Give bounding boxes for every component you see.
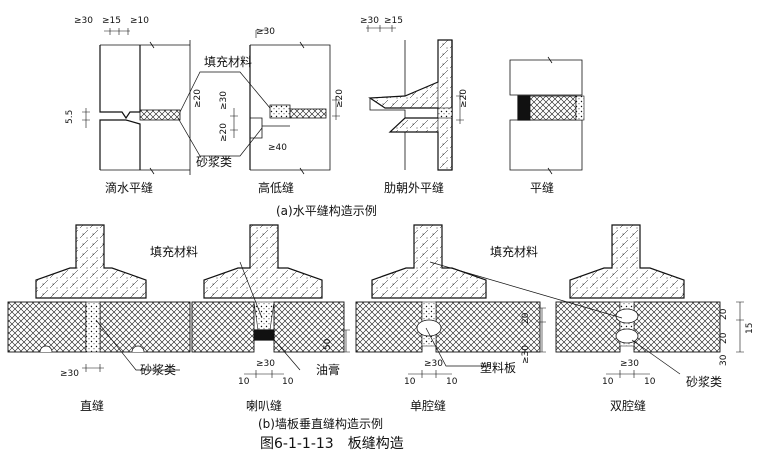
caption-vertical-section: (b)墙板垂直缝构造示例	[258, 416, 383, 431]
dim-ge30-h2-side: ≥30	[219, 91, 229, 110]
dim-ge15-h1: ≥15	[102, 16, 121, 26]
high-low-joint	[230, 29, 340, 175]
dim-20-v4: 20	[719, 308, 729, 320]
horizontal-joints-section	[82, 25, 585, 175]
dim-10-v4-right: 10	[644, 377, 656, 387]
label-mortar-b2: 砂浆类	[686, 374, 722, 389]
caption-double-cavity-joint: 双腔缝	[610, 398, 646, 413]
label-fill-material-b2: 填充材料	[490, 244, 538, 259]
caption-drip-flat-joint: 滴水平缝	[105, 180, 153, 195]
dim-ge20-h1: ≥20	[193, 89, 203, 108]
dim-10-v4-left: 10	[602, 377, 614, 387]
dim-20-v4b: 20	[719, 332, 729, 344]
dim-20-v3: 20	[521, 312, 531, 324]
caption-flat-joint: 平缝	[530, 180, 554, 195]
dim-ge20-h2: ≥20	[335, 89, 345, 108]
dim-15-v4: 15	[745, 323, 755, 334]
dim-10-v2-left: 10	[238, 377, 250, 387]
dim-ge30-v3: ≥30	[424, 359, 443, 369]
caption-horizontal-section: (a)水平缝构造示例	[276, 203, 377, 218]
label-fill-material-a: 填充材料	[204, 54, 252, 69]
dim-ge40: ≥40	[268, 143, 287, 153]
figure-title: 图6-1-1-13 板缝构造	[260, 436, 404, 452]
dim-ge20-h2-side: ≥20	[219, 123, 229, 142]
dim-10-v3-left: 10	[404, 377, 416, 387]
dim-ge15-h3: ≥15	[384, 16, 403, 26]
dim-10-v2-right: 10	[282, 377, 294, 387]
caption-straight-joint: 直缝	[80, 398, 104, 413]
dim-ge10-h1: ≥10	[130, 16, 149, 26]
vertical-joints-section	[7, 224, 744, 378]
label-mortar-b1: 砂浆类	[140, 362, 176, 377]
dim-ge30-h3: ≥30	[360, 16, 379, 26]
label-fill-material-b1: 填充材料	[150, 244, 198, 259]
dim-10-v3-right: 10	[446, 377, 458, 387]
dim-ge30-h2: ≥30	[256, 27, 275, 37]
dim-ge30-v3-side: ≥30	[521, 345, 531, 364]
dim-50: 50	[323, 338, 333, 350]
fill-material-leaders	[177, 71, 271, 157]
dim-ge30-v2: ≥30	[256, 359, 275, 369]
caption-flared-joint: 喇叭缝	[246, 398, 282, 413]
flat-joint	[509, 56, 585, 175]
dim-30-v4: 30	[719, 354, 729, 366]
caption-high-low-joint: 高低缝	[258, 180, 294, 195]
dim-ge30-v4: ≥30	[620, 359, 639, 369]
dim-ge30-h1: ≥30	[74, 16, 93, 26]
drip-flat-joint	[82, 28, 191, 175]
label-grease: 油膏	[316, 362, 340, 377]
rib-outward-joint	[366, 25, 464, 171]
dim-5-5: 5.5	[65, 110, 75, 124]
label-mortar-a: 砂浆类	[196, 154, 232, 169]
dim-ge20-h3: ≥20	[459, 89, 469, 108]
caption-rib-outward-joint: 肋朝外平缝	[384, 180, 444, 195]
caption-single-cavity-joint: 单腔缝	[410, 398, 446, 413]
label-plastic-board: 塑料板	[480, 360, 516, 375]
dim-ge30-v1: ≥30	[60, 369, 79, 379]
